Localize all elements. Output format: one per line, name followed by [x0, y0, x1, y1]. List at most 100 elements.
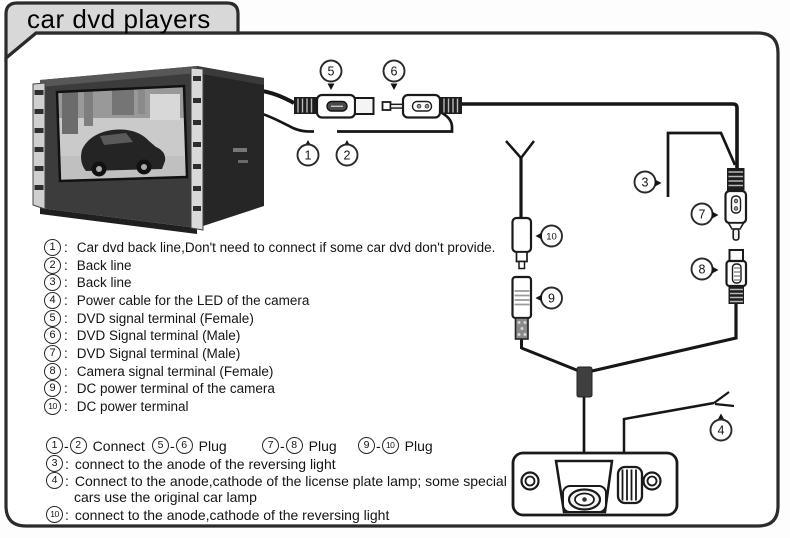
dc-power-cable: [520, 346, 580, 373]
legend-row-9: 9:DC power terminal of the camera: [44, 380, 275, 397]
callout-8: 8: [690, 257, 719, 281]
player-side-face: [197, 66, 264, 228]
circled-number-4: 4: [44, 292, 61, 309]
legend-row-6: 6:DVD Signal terminal (Male): [44, 327, 240, 344]
separator: :: [65, 455, 69, 472]
circled-number-7: 7: [44, 345, 61, 362]
connector8-ribs: [728, 286, 744, 304]
callout-5-number: 5: [328, 65, 335, 79]
connector7-pin: [732, 228, 740, 241]
dash: -: [280, 437, 285, 454]
pair-action: Plug: [198, 437, 227, 454]
circled-number-10: 10: [46, 506, 63, 523]
back-line-3: [666, 131, 737, 197]
callout-2: 2: [335, 140, 359, 167]
legend-text: DVD signal terminal (Female): [76, 311, 254, 326]
legend-row-3: 3:Back line: [44, 274, 132, 291]
connector10-nub: [518, 260, 526, 270]
connector8-camera-signal-female: [725, 249, 748, 304]
legend-row-10: 10:DC power terminal: [44, 398, 189, 415]
legend-row-1: 1: Car dvd back line,Don't need to connec…: [44, 239, 495, 256]
separator: :: [64, 364, 68, 379]
legend-text: DC power terminal: [76, 399, 189, 414]
connector8-socket: [728, 249, 744, 263]
rear-view-camera-unit: [511, 451, 679, 517]
circled-number-8: 8: [285, 437, 303, 454]
pair-action: Plug: [404, 437, 433, 454]
callouts: 1 2 5 6 3 7 8: [296, 59, 733, 442]
callout-6: 6: [382, 59, 406, 90]
legend-text: DVD Signal terminal (Male): [76, 328, 241, 343]
legend-text: Back line: [76, 275, 132, 290]
note-text: connect to the anode of the reversing li…: [74, 455, 336, 472]
circled-number-9: 9: [44, 380, 61, 397]
callout-3-number: 3: [642, 176, 649, 190]
circled-number-1: 1: [44, 239, 61, 256]
legend-text: DVD Signal terminal (Male): [76, 346, 241, 361]
callout-8-number: 8: [699, 263, 706, 277]
connector5-dvd-signal-female: [294, 93, 375, 119]
callout-10: 10: [535, 224, 563, 248]
separator: :: [64, 240, 68, 255]
car-dvd-player-unit: [32, 66, 264, 234]
callout-4-number: 4: [718, 424, 725, 438]
connector6-dvd-signal-male: [381, 93, 462, 119]
circled-number-10: 10: [381, 437, 399, 454]
callout-1-number: 1: [305, 149, 312, 163]
separator: :: [64, 258, 68, 273]
circled-number-2: 2: [69, 437, 87, 454]
separator: :: [64, 381, 68, 396]
note-row-4: 4:Connect to the anode,cathode of the li…: [46, 472, 507, 489]
legend-text: Back line: [76, 258, 132, 273]
connector7-dvd-signal-male: [724, 168, 748, 241]
connector6-slot: [411, 100, 433, 112]
circled-number-10: 10: [44, 398, 61, 415]
player-screen: [57, 86, 187, 181]
connector7-neck: [727, 222, 745, 230]
back-line-2: [337, 111, 454, 133]
circled-number-8: 8: [44, 363, 61, 380]
note-row-4-continued: cars use the original car lamp: [74, 489, 257, 505]
circled-number-3: 3: [46, 455, 63, 472]
legend-row-7: 7:DVD Signal terminal (Male): [44, 345, 240, 362]
connector7-slot: [730, 195, 742, 214]
note-text: Connect to the anode,cathode of the lice…: [74, 472, 507, 489]
separator: :: [64, 293, 68, 308]
dash: -: [64, 437, 69, 454]
callout-1: 1: [296, 140, 320, 167]
circled-number-3: 3: [44, 274, 61, 291]
legend-text: Camera signal terminal (Female): [76, 364, 274, 379]
connector10-body: [511, 216, 533, 254]
back-line-1: [255, 110, 315, 133]
connector9-dc-power-jack: [511, 275, 533, 340]
circled-number-4: 4: [46, 472, 63, 489]
note-row-10: 10: connect to the anode,cathode of the r…: [46, 506, 389, 523]
separator: :: [64, 328, 68, 343]
circled-number-1: 1: [46, 437, 63, 454]
title-tab: [4, 1, 240, 62]
wiring-lines: [255, 88, 739, 454]
connector9-body: [511, 275, 533, 320]
circled-number-7: 7: [262, 437, 279, 454]
note-text: connect to the anode,cathode of the reve…: [74, 506, 390, 523]
callout-3: 3: [633, 170, 662, 194]
cable-junction-block: [576, 366, 593, 398]
legend-text: Car dvd back line,Don't need to connect …: [76, 240, 496, 255]
note-row-3: 3: connect to the anode of the reversing …: [46, 455, 336, 472]
separator: :: [65, 506, 69, 523]
callout-10-number: 10: [546, 232, 557, 243]
dash: -: [376, 437, 381, 454]
callout-6-number: 6: [391, 65, 398, 79]
page-title: car dvd players: [27, 4, 211, 34]
connector5-socket: [354, 97, 375, 115]
connector6-ribs: [440, 97, 462, 114]
connector6-pin: [389, 103, 405, 109]
legend-row-2: 2:Back line: [44, 257, 132, 274]
callout-5: 5: [319, 59, 343, 90]
circled-number-6: 6: [175, 437, 193, 454]
camera-signal-cable: [591, 303, 738, 373]
